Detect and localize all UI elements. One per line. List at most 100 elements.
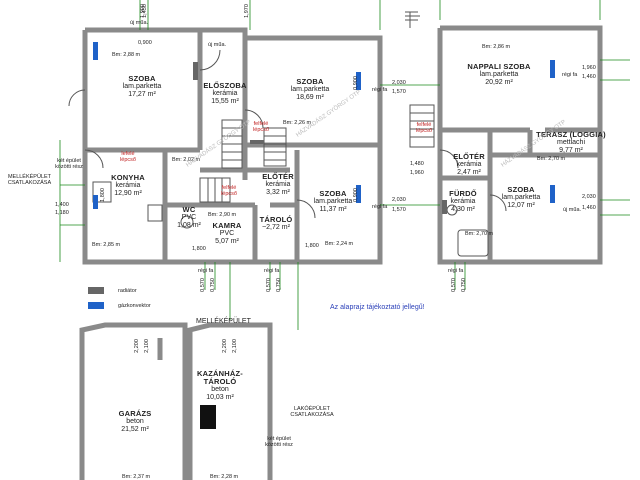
window-note: új műa. [130,20,149,26]
dim-label: 1,480 [410,161,424,167]
room-floor: PVC [219,230,235,237]
dim-label: 1,960 [410,170,424,176]
room-kamra: KAMRA PVC 5,07 m² [205,222,249,246]
room-floor: kerámia [115,182,141,189]
room-name: NAPPALI SZOBA [467,62,531,71]
height-label: Bm: 2,90 m [208,212,237,218]
room-area: 10,03 m² [206,394,234,401]
dim-label: 0,900 [352,188,359,202]
dim-label: 2,200 [221,339,228,353]
window-note: régi fa [448,268,464,274]
room-floor: lam.parketta [290,86,330,93]
dim-label: 1,570 [392,207,406,213]
dim-label: 0,570 [265,278,272,292]
room-floor: lam.parketta [501,194,541,201]
room-name: KAMRA [212,221,242,230]
dim-label: 1,400 [55,202,69,208]
room-area: 18,69 m² [296,94,324,101]
room-floor: kerámia [265,181,291,188]
legend-radiator-label: radiátor [118,288,137,294]
room-floor: lam.parketta [122,83,162,90]
dim-label: 1,460 [582,205,596,211]
dim-label: 1,460 [582,74,596,80]
room-name: FÜRDŐ [449,189,477,198]
room-eloter-2: ELŐTÉR kerámia 2,47 m² [447,153,491,177]
room-area: 11,37 m² [319,206,347,213]
room-name: SZOBA [507,185,535,194]
room-name: KAZÁNHÁZ-TÁROLÓ [197,369,243,386]
room-area: 9,77 m² [559,147,583,154]
room-kazanhaz: KAZÁNHÁZ-TÁROLÓ beton 10,03 m² [188,370,252,402]
room-area: 12,07 m² [507,202,535,209]
dim-label: 1,800 [99,188,106,202]
room-area: 12,90 m² [114,190,142,197]
room-name: ELŐSZOBA [203,81,247,90]
legend-radiator-swatch [88,287,104,294]
height-label: Bm: 2,26 m [283,120,312,126]
dim-label: 0,750 [209,278,216,292]
room-area: ~2,72 m² [262,224,290,231]
height-label: Bm: 2,02 m [172,157,201,163]
stairs-note: felfelé lépcső [253,121,269,133]
outbuilding-walls [79,322,273,480]
room-garazs: GARÁZS beton 21,52 m² [110,410,160,434]
stairs-note: felfelé lépcső [221,185,237,197]
room-area: 4,30 m² [451,206,475,213]
room-name: KONYHA [111,173,145,182]
connection-note: két épület közötti rész [55,158,83,170]
dim-label: 1,570 [392,89,406,95]
height-label: Bm: 2,86 m [482,44,511,50]
height-label: Bm: 2,85 m [92,242,121,248]
connection-note: két épület közötti rész [265,436,293,448]
room-floor: kerámia [212,90,238,97]
room-szoba-3: SZOBA lam.parketta 11,37 m² [304,190,362,214]
height-label: Bm: 2,70 m [465,231,494,237]
outbuilding-title: MELLÉKÉPÜLET [196,318,251,325]
room-szoba-1: SZOBA lam.parketta 17,27 m² [112,75,172,99]
stairs-note: lefelé lépcső [120,151,136,163]
stairs-note: felfelé lépcső [416,122,432,134]
room-name: SZOBA [128,74,156,83]
room-furdo: FÜRDŐ kerámia 4,30 m² [443,190,483,214]
room-terasz: TERASZ (LOGGIA) mettlachi 9,77 m² [536,131,606,155]
window-note: régi fa [372,204,388,210]
room-floor: kerámia [450,198,476,205]
main-house-walls [68,27,383,265]
dim-label: 1,180 [55,210,69,216]
room-area: 15,55 m² [211,98,239,105]
window-note: új műa. [563,207,582,213]
dim-label: 1,450 [141,4,148,18]
window-note: régi fa [562,72,578,78]
connection-title: MELLÉKÉPÜLET CSATLAKOZÁSA [7,174,52,186]
room-floor: lam.parketta [313,198,353,205]
legend-gazkonvektor-swatch [88,302,104,309]
room-area: 20,92 m² [485,79,513,86]
dim-label: 1,960 [582,65,596,71]
dim-label: 2,030 [392,80,406,86]
room-tarolo: TÁROLÓ ~2,72 m² [256,216,296,232]
dim-label: 2,030 [392,197,406,203]
dimension-lines [59,0,630,330]
room-floor: PVC [181,214,197,221]
room-name: ELŐTÉR [453,152,485,161]
room-area: 3,32 m² [266,189,290,196]
dim-label: 2,100 [231,339,238,353]
room-name: GARÁZS [118,409,152,418]
dim-label: 0,570 [450,278,457,292]
dim-label: 1,970 [243,4,250,18]
dim-label: 0,750 [460,278,467,292]
room-area: 1,08 m² [177,222,201,229]
room-name: SZOBA [319,189,347,198]
room-wc: WC PVC 1,08 m² [172,206,206,230]
right-wing-walls [405,11,603,265]
room-konyha: KONYHA kerámia 12,90 m² [98,174,158,198]
room-szoba-2: SZOBA lam.parketta 18,69 m² [280,78,340,102]
room-eloszoba: ELŐSZOBA kerámia 15,55 m² [195,82,255,106]
room-area: 17,27 m² [128,91,156,98]
room-name: ELŐTÉR [262,172,294,181]
room-name: TÁROLÓ [259,215,293,224]
room-floor: lam.parketta [479,71,519,78]
room-name: SZOBA [296,77,324,86]
